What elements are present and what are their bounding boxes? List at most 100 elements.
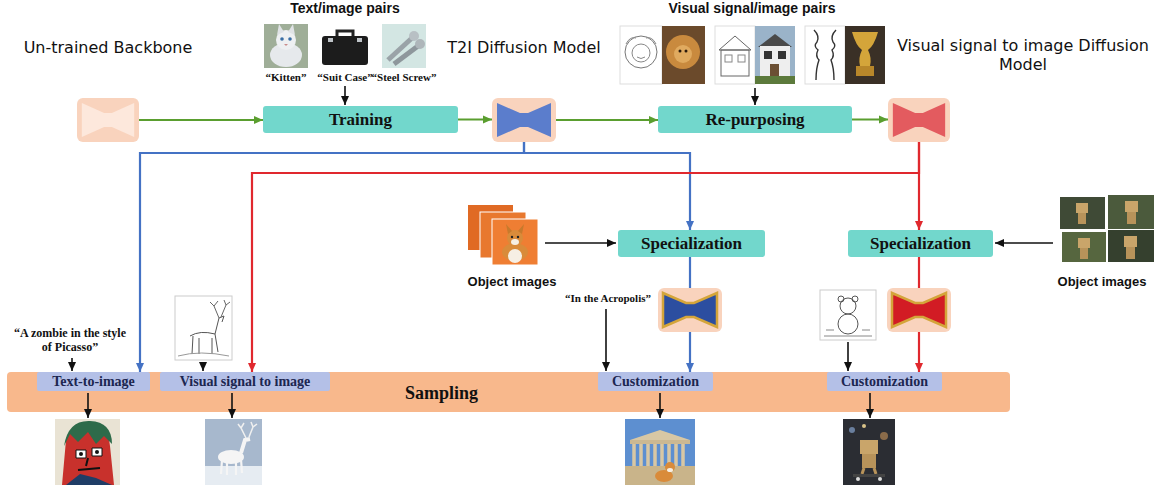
acropolis-output bbox=[634, 444, 683, 466]
house-photo bbox=[770, 64, 779, 77]
teddy-sketch bbox=[840, 298, 856, 314]
deer-sketch bbox=[215, 316, 224, 334]
lion-photo bbox=[685, 50, 688, 53]
suitcase-image bbox=[322, 36, 368, 65]
deer-output bbox=[241, 439, 250, 453]
box-label: Text-to-image bbox=[52, 373, 135, 391]
suitcase-image bbox=[328, 38, 333, 42]
deer-output bbox=[205, 419, 262, 485]
visual-signal-diffusion-model: Visual signal to image Diffusion Model bbox=[888, 98, 950, 142]
kitten-image bbox=[288, 37, 292, 41]
connector-arrow bbox=[852, 118, 888, 120]
lion-sketch bbox=[620, 26, 662, 84]
zombie-output bbox=[64, 421, 112, 446]
image-caption: Object images bbox=[452, 274, 572, 289]
zombie-output bbox=[66, 474, 112, 485]
input-arrow bbox=[754, 88, 756, 105]
teddy-sketch bbox=[852, 296, 858, 302]
trophy-photo bbox=[845, 26, 885, 84]
image-caption: “Steel Screw” bbox=[364, 71, 444, 83]
acropolis-output bbox=[667, 468, 673, 472]
specialized-t2i-model bbox=[658, 288, 722, 332]
danbo-skate-output bbox=[856, 477, 860, 481]
danbo-images bbox=[1124, 236, 1137, 247]
connector-arrow bbox=[140, 142, 524, 372]
deer-sketch bbox=[178, 353, 229, 356]
house-sketch bbox=[721, 50, 749, 76]
lion-photo bbox=[662, 26, 705, 84]
screw-image bbox=[394, 46, 418, 64]
bowtie-shape bbox=[888, 98, 950, 142]
task-box: Visual signal to image bbox=[160, 372, 330, 391]
teddy-sketch bbox=[820, 290, 876, 340]
acropolis-output bbox=[665, 462, 675, 472]
corgi-images bbox=[517, 236, 519, 238]
connector-arrow bbox=[556, 119, 658, 121]
house-sketch bbox=[715, 26, 755, 84]
connector-arrow bbox=[252, 142, 919, 372]
lion-photo bbox=[679, 50, 682, 53]
danbo-images bbox=[1080, 248, 1088, 259]
box-label: Training bbox=[329, 110, 392, 130]
task-box: Customization bbox=[598, 372, 713, 391]
teddy-sketch bbox=[838, 296, 844, 302]
lion-sketch bbox=[632, 44, 650, 62]
box-label: Re-purposing bbox=[705, 110, 804, 130]
model-background bbox=[77, 98, 139, 142]
input-arrow bbox=[995, 242, 1053, 244]
danbo-images bbox=[1127, 212, 1136, 224]
specialized-t2i-model bbox=[658, 288, 722, 332]
t2i-diffusion-model: T2I Diffusion Model bbox=[492, 98, 556, 142]
bowtie-shape bbox=[893, 103, 945, 137]
danbo-images bbox=[1108, 195, 1154, 229]
lion-sketch bbox=[626, 38, 656, 59]
input-arrow bbox=[202, 362, 204, 371]
box-label: Specialization bbox=[641, 234, 742, 254]
kitten-image bbox=[284, 44, 288, 46]
connector-arrow bbox=[524, 142, 690, 230]
deer-sketch bbox=[190, 332, 218, 354]
model-background bbox=[492, 98, 556, 142]
danbo-images bbox=[1060, 195, 1154, 262]
suitcase-image bbox=[318, 24, 372, 68]
input-arrow bbox=[847, 342, 849, 371]
lion-photo bbox=[674, 45, 692, 63]
bowtie-shape bbox=[497, 103, 551, 137]
connector-arrow bbox=[458, 118, 492, 120]
connector-arrow bbox=[139, 119, 263, 121]
acropolis-output bbox=[630, 440, 690, 444]
process-box: Specialization bbox=[618, 230, 765, 257]
house-photo bbox=[755, 76, 795, 84]
trophy-photo bbox=[856, 66, 874, 76]
danbo-skate-output bbox=[849, 427, 855, 433]
deer-output bbox=[205, 419, 262, 485]
danbo-skate-output bbox=[860, 440, 878, 454]
output-arrow bbox=[231, 393, 233, 418]
specialized-t2i-model bbox=[663, 293, 717, 327]
section-heading: Text/image pairs bbox=[245, 0, 445, 16]
output-arrow bbox=[87, 393, 89, 418]
house-photo bbox=[755, 26, 795, 84]
process-box: Specialization bbox=[848, 230, 993, 257]
process-box: Re-purposing bbox=[658, 106, 852, 133]
danbo-skate-output bbox=[862, 424, 866, 428]
output-arrow bbox=[659, 393, 661, 418]
corgi-images bbox=[506, 224, 524, 234]
task-box: Text-to-image bbox=[37, 372, 150, 391]
suitcase-image bbox=[337, 31, 353, 36]
danbo-images bbox=[1060, 197, 1105, 229]
zombie-output bbox=[95, 450, 99, 454]
danbo-skate-output bbox=[843, 419, 895, 485]
connector-arrow bbox=[918, 142, 920, 230]
kitten-image bbox=[264, 24, 308, 68]
house-sketch bbox=[715, 26, 755, 84]
trophy-photo bbox=[845, 26, 885, 84]
lion-photo bbox=[662, 26, 705, 84]
face-vase-sketch bbox=[814, 30, 819, 80]
image-caption: “Kitten” bbox=[251, 71, 321, 83]
house-sketch bbox=[738, 55, 745, 62]
model-label: Visual signal to image Diffusion Model bbox=[893, 36, 1153, 74]
input-arrow bbox=[545, 242, 616, 244]
